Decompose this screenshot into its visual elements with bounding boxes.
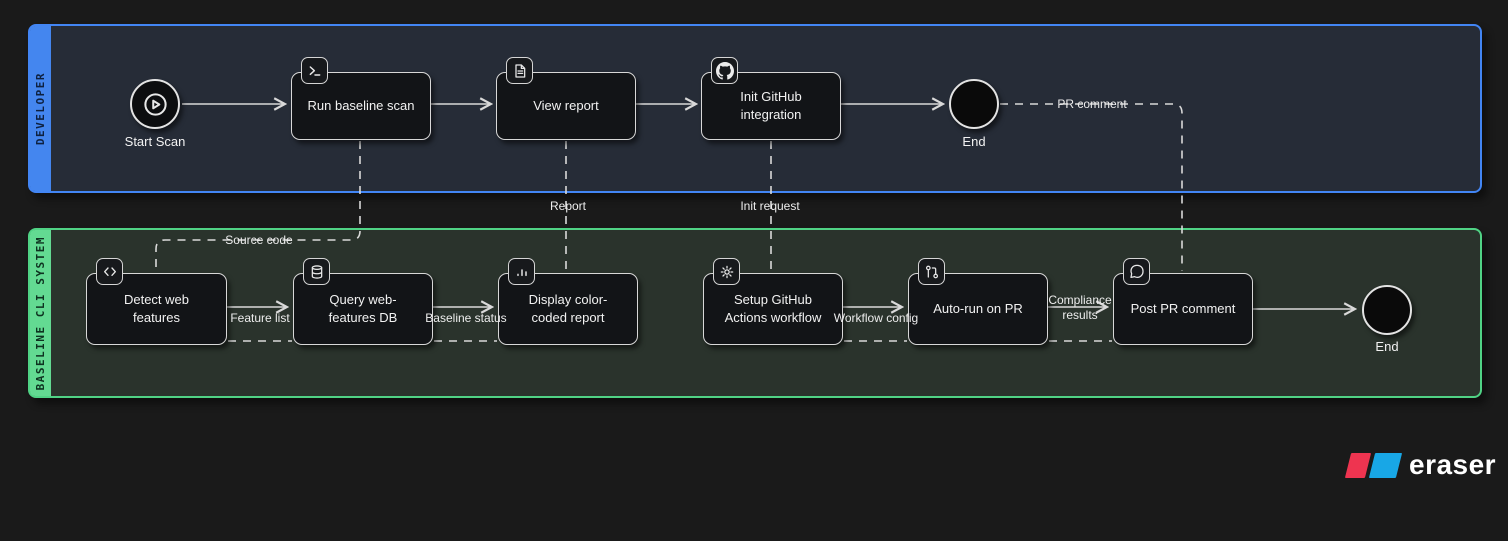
end-developer-node[interactable] [949,79,999,129]
view-report-node[interactable]: View report [496,57,636,140]
edge-label-report: Report [549,199,587,213]
eraser-logo[interactable]: eraser [1344,449,1497,480]
play-circle-icon [143,92,167,116]
run-baseline-scan-label: Run baseline scan [307,98,415,114]
run-baseline-scan-node[interactable]: Run baseline scan [291,57,431,140]
start-scan-node[interactable] [130,79,180,129]
setup-github-actions-workflow-label: Setup GitHub Actions workflow [724,292,822,325]
edge-label-compliance-results: Compliance results [1048,293,1112,322]
edge-pr-comment[interactable] [1000,103,1183,271]
git-pull-request-icon [918,258,945,285]
code-icon [96,258,123,285]
auto-run-on-pr-node[interactable]: Auto-run on PR [908,258,1048,345]
post-pr-comment-node[interactable]: Post PR comment [1113,258,1253,345]
end-baseline-node[interactable] [1362,285,1412,335]
lane-baseline-cli-strip: BASELINE CLI SYSTEM [30,230,51,396]
edge-source-code[interactable] [155,141,361,271]
detect-web-features-label: Detect web features [123,292,190,325]
file-text-icon [506,57,533,84]
init-github-integration-label: Init GitHub integration [740,89,802,122]
github-icon [711,57,738,84]
setup-github-actions-workflow-node[interactable]: Setup GitHub Actions workflow [703,258,843,345]
post-pr-comment-label: Post PR comment [1130,301,1236,317]
terminal-icon [301,57,328,84]
gear-icon [713,258,740,285]
edge-label-baseline-status: Baseline status [425,311,507,325]
eraser-logo-blue-shape [1368,452,1403,478]
end-developer-label: End [962,134,986,149]
edge-label-feature-list: Feature list [230,311,290,325]
end-baseline-label: End [1375,339,1399,354]
auto-run-on-pr-label: Auto-run on PR [933,301,1023,317]
display-color-coded-report-label: Display color-coded report [528,292,608,325]
init-github-integration-node[interactable]: Init GitHub integration [701,57,841,140]
database-icon [303,258,330,285]
eraser-logo-red-shape [1344,452,1372,478]
edge-label-workflow-config: Workflow config [833,311,919,325]
eraser-logo-text: eraser [1409,449,1497,480]
edge-label-init-request: Init request [740,199,800,213]
view-report-label: View report [533,98,599,114]
bar-chart-icon [508,258,535,285]
detect-web-features-node[interactable]: Detect web features [86,258,227,345]
edge-label-pr-comment: PR comment [1057,97,1127,111]
edge-label-source-code: Source code [225,233,293,247]
start-scan-label: Start Scan [124,134,186,149]
display-color-coded-report-node[interactable]: Display color-coded report [498,258,638,345]
query-web-features-db-node[interactable]: Query web-features DB [293,258,433,345]
lane-developer-strip: DEVELOPER [30,26,51,191]
message-circle-icon [1123,258,1150,285]
query-web-features-db-label: Query web-features DB [328,292,398,325]
